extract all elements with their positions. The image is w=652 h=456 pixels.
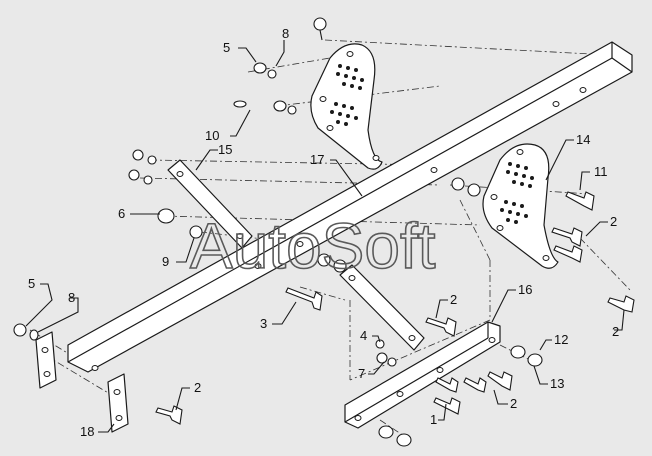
- watermark-text: AutoSoft: [190, 210, 436, 282]
- mounting-plate-14: [482, 143, 559, 269]
- callout-14: 14: [576, 132, 590, 147]
- callout-5: 5: [28, 276, 35, 291]
- callout-7: 7: [358, 366, 365, 381]
- callout-2: 2: [510, 396, 517, 411]
- bolts: [155, 17, 635, 425]
- callout-11: 11: [594, 164, 608, 179]
- callout-18: 18: [80, 424, 94, 439]
- callout-10: 10: [205, 128, 219, 143]
- callout-labels: 5 8 10 15 17 14 11 2 6 9 2 5 8 3 2 16 4 …: [28, 26, 619, 439]
- callout-12: 12: [554, 332, 568, 347]
- spacer-plate-18a: [35, 331, 57, 389]
- spacer-plate-18b: [107, 373, 129, 433]
- callout-4: 4: [360, 328, 367, 343]
- bar-16: [344, 321, 501, 429]
- callout-16: 16: [518, 282, 532, 297]
- callout-1: 1: [430, 412, 437, 427]
- callout-2: 2: [450, 292, 457, 307]
- callout-8: 8: [282, 26, 289, 41]
- hardware: [13, 62, 543, 447]
- callout-2: 2: [610, 214, 617, 229]
- callout-leaders: [25, 40, 625, 433]
- callout-13: 13: [550, 376, 564, 391]
- mounting-plate-upper: [310, 43, 383, 170]
- callout-17: 17: [310, 152, 324, 167]
- strap-lower: [339, 264, 425, 351]
- callout-2: 2: [612, 324, 619, 339]
- callout-9: 9: [162, 254, 169, 269]
- callout-15: 15: [218, 142, 232, 157]
- callout-6: 6: [118, 206, 125, 221]
- callout-5: 5: [223, 40, 230, 55]
- callout-3: 3: [260, 316, 267, 331]
- strap-15: [167, 159, 253, 249]
- callout-2: 2: [194, 380, 201, 395]
- crossbar-17: [67, 41, 633, 373]
- callout-8: 8: [68, 290, 75, 305]
